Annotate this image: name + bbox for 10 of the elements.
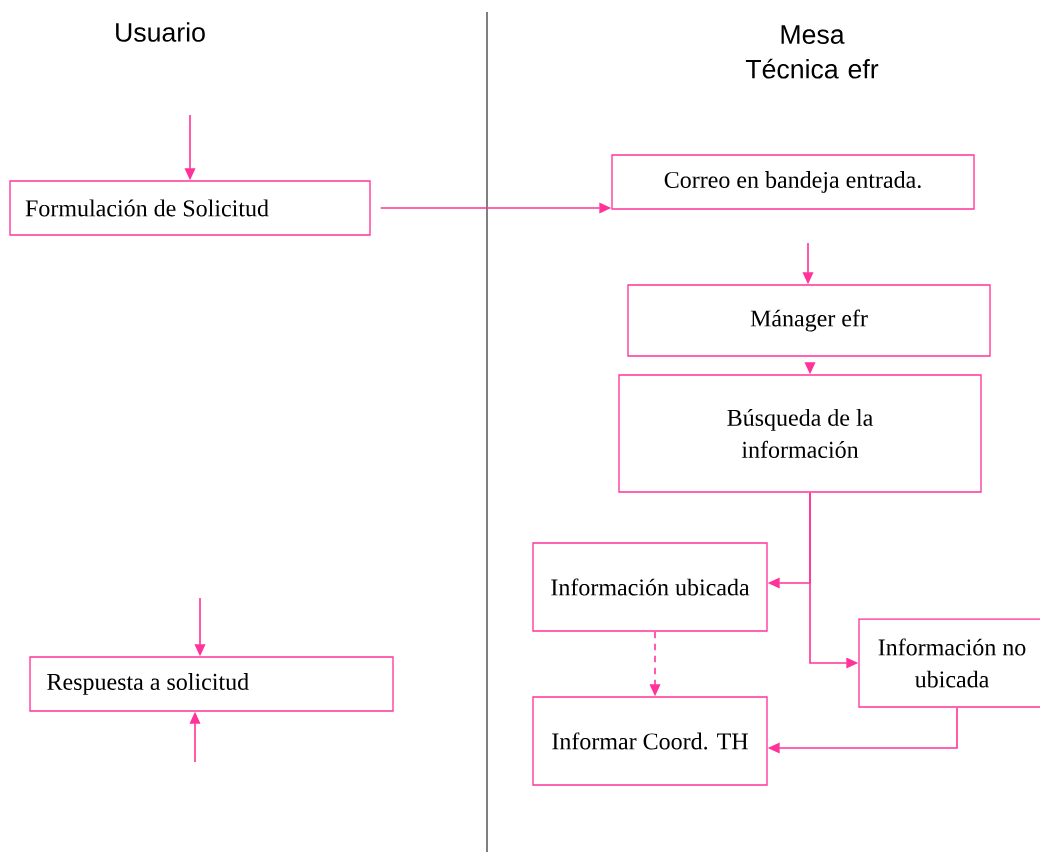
process-box: Informar Coord. TH [532,696,768,786]
process-box: Mánager efr [627,284,991,357]
process-box: Respuesta a solicitud [29,656,394,712]
process-box: Correo en bandeja entrada. [611,154,975,210]
column-heading: Mesa Técnica efr [745,25,879,79]
process-box: Búsqueda de la información [618,374,982,493]
process-box: Información no ubicada [858,618,1040,708]
column-heading: Usuario [116,22,205,42]
process-box: Formulación de Solicitud [9,180,371,236]
process-box: Información ubicada [532,542,768,632]
